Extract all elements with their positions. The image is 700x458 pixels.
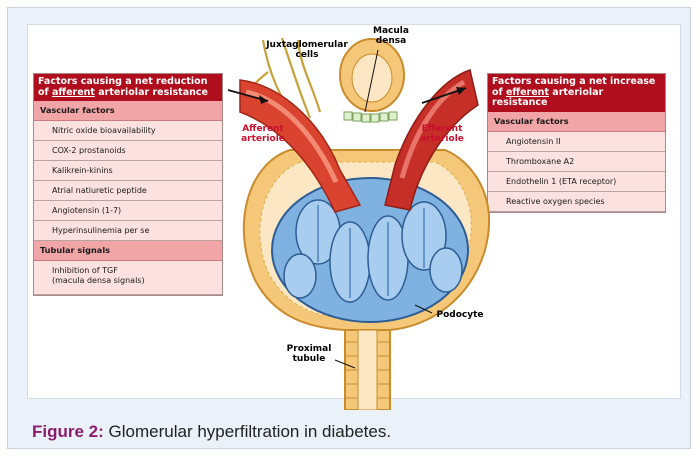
right-vascular-item: Endothelin 1 (ETA receptor) <box>488 172 665 192</box>
left-vascular-header: Vascular factors <box>34 101 222 121</box>
glomerulus-illustration <box>215 0 495 410</box>
left-vascular-item: Angiotensin (1-7) <box>34 201 222 221</box>
left-factor-panel: Factors causing a net reduction of affer… <box>33 73 223 296</box>
right-vascular-header: Vascular factors <box>488 112 665 132</box>
left-vascular-item: COX-2 prostanoids <box>34 141 222 161</box>
right-vascular-item: Angiotensin II <box>488 132 665 152</box>
efferent-arteriole-label: Efferent arteriole <box>412 124 472 144</box>
left-vascular-item: Kalikrein-kinins <box>34 161 222 181</box>
left-title-line2: of afferent arteriolar resistance <box>38 88 218 99</box>
figure-number: Figure 2: <box>32 422 104 441</box>
caption-text: Glomerular hyperfiltration in diabetes. <box>104 422 391 441</box>
left-vascular-item: Nitric oxide bioavailability <box>34 121 222 141</box>
left-vascular-item: Atrial natiuretic peptide <box>34 181 222 201</box>
right-vascular-item: Thromboxane A2 <box>488 152 665 172</box>
left-title-prefix: of <box>38 87 52 98</box>
left-title-emphasis: afferent <box>52 87 95 98</box>
left-title-suffix: arteriolar resistance <box>95 87 208 98</box>
left-tubular-header: Tubular signals <box>34 241 222 261</box>
right-title-emphasis: efferent <box>506 87 549 98</box>
macula-densa-label: Macula densa <box>366 26 416 46</box>
right-vascular-item: Reactive oxygen species <box>488 192 665 212</box>
left-tubular-item: Inhibition of TGF (macula densa signals) <box>34 261 222 295</box>
capillary-tuft <box>272 178 468 322</box>
right-panel-title: Factors causing a net increase of effere… <box>488 74 665 112</box>
afferent-arteriole-label: Afferent arteriole <box>233 124 293 144</box>
proximal-tubule <box>345 330 390 410</box>
proximal-tubule-label: Proximal tubule <box>281 344 337 364</box>
figure-caption: Figure 2: Glomerular hyperfiltration in … <box>32 422 391 442</box>
right-factor-panel: Factors causing a net increase of effere… <box>487 73 666 213</box>
left-vascular-item: Hyperinsulinemia per se <box>34 221 222 241</box>
podocyte-label: Podocyte <box>430 310 490 320</box>
right-title-line2: of efferent arteriolar resistance <box>492 88 661 109</box>
juxtaglomerular-cells-label: Juxtaglomerular cells <box>264 40 350 60</box>
left-panel-title: Factors causing a net reduction of affer… <box>34 74 222 101</box>
